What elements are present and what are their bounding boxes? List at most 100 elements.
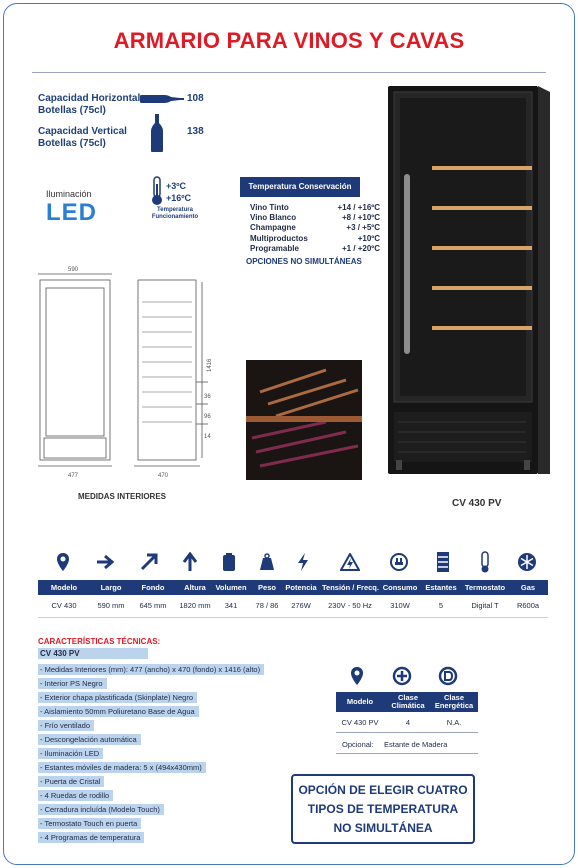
characteristics-item: - Descongelación automática [38,734,141,745]
page-frame [3,3,575,865]
thermometer-icon [470,548,500,576]
spec-value-cell: 78 / 86 [255,601,279,610]
spec-value-cell: 5 [438,601,444,610]
plug-icon [384,548,414,576]
characteristics-item: - 4 Ruedas de rodillo [38,790,114,801]
drawing-inner-2: 96 [204,414,211,420]
bottle-horizontal-icon [140,95,184,103]
capacity-horizontal-value: 108 [187,93,204,104]
conservation-row-name: Multiproductos [250,234,308,243]
spec-icons-row [38,548,548,576]
spec-value-cell: 645 mm [139,601,167,610]
drawing-width-bottom: 470 [158,473,169,479]
spec-table-header: Modelo Largo Fondo Altura Volumen Peso P… [38,580,548,595]
operating-temp-label: Temperatura Funcionamiento [145,207,205,221]
operating-temp-max: +3ºC [166,181,187,191]
voltage-warning-icon [335,548,365,576]
spec-value-cell: 310W [390,601,410,610]
spec-header-cell: Tensión / Frecq. [322,583,379,592]
conservation-row: Vino Tinto +14 / +16ºC [250,203,380,212]
conservation-row-name: Vino Blanco [250,213,297,222]
optional-value: Estante de Madera [384,740,448,749]
characteristics-item: - Puerta de Cristal [38,776,105,787]
conservation-row-range: +14 / +16ºC [337,203,380,212]
conservation-row-range: +1 / +20ºC [341,244,380,253]
wine-cabinet-image [388,86,550,474]
characteristics-item: - Aislamiento 50mm Poliuretano Base de A… [38,706,199,717]
spec-divider [38,617,548,618]
conservation-note: OPCIONES NO SIMULTÁNEAS [246,257,362,266]
conservation-row-name: Programable [250,244,299,253]
spec-value-cell: 590 mm [97,601,125,610]
drawing-inner-1: 36 [204,394,211,400]
class-header-climate: Clase Climática [384,694,432,710]
conservation-row-range: +3 / +5ºC [346,223,380,232]
characteristics-item: - Exterior chapa plastificada (Skinplate… [38,692,197,703]
capacity-vertical-value: 138 [187,126,204,137]
spec-header-cell: Altura [184,583,206,592]
bottle-vertical-icon [151,114,163,152]
page-title: ARMARIO PARA VINOS Y CAVAS [113,28,465,53]
spec-header-cell: Potencia [285,583,317,592]
spec-header-cell: Termostato [464,583,506,592]
class-header-energy: Clase Energética [430,694,478,710]
thermometer-icon [152,176,162,205]
spec-header-cell: Gas [520,583,536,592]
product-caption: CV 430 PV [452,498,502,509]
operating-temp-label-2: Funcionamiento [151,214,199,220]
spec-value-cell: 1820 mm [179,601,211,610]
spec-header-cell: Peso [258,583,276,592]
location-pin-icon [351,667,363,685]
spec-value-cell: 230V - 50 Hz [328,601,372,610]
class-value-energy: N.A. [446,718,462,727]
spec-table-values: CV 430 590 mm 645 mm 1820 mm 341 78 / 86… [38,599,548,613]
energy-class-icon [438,666,458,686]
spec-value-cell: 341 [224,601,238,610]
capacity-vertical-label: Capacidad Vertical Botellas (75cl) [38,126,127,150]
volume-icon [214,548,244,576]
power-bolt-icon [288,548,318,576]
class-header-energy-1: Clase [443,693,464,702]
option-line-1: OPCIÓN DE ELEGIR CUATRO [298,783,468,797]
climate-class-icon [392,666,412,686]
conservation-row: Champagne+3 / +5ºC [250,223,380,232]
lighting-value: LED [46,199,97,226]
characteristics-item: - Interior PS Negro [38,678,107,689]
class-table-header: Modelo Clase Climática Clase Energética [336,692,478,712]
option-line-2: TIPOS DE TEMPERATURA [307,802,459,816]
characteristics-item: - Termostato Touch en puerta [38,818,142,829]
conservation-row-range: +10ºC [357,234,380,243]
spec-header-cell: Volumen [215,583,247,592]
title-divider [32,72,546,73]
characteristics-model: CV 430 PV [38,648,148,659]
capacity-horizontal-label-2: Botellas (75cl) [38,105,106,116]
spec-header-cell: Fondo [141,583,165,592]
characteristics-item: - Cerradura incluída (Modelo Touch) [38,804,164,815]
spec-value-cell: R600a [516,601,540,610]
class-header-model: Modelo [346,697,374,706]
conservation-row: Vino Blanco +8 / +10ºC [250,213,380,222]
drawing-caption: MEDIDAS INTERIORES [78,492,167,501]
conservation-row-range: +8 / +10ºC [341,213,380,222]
conservation-row: Programable +1 / +20ºC [250,244,380,253]
characteristics-title: CARACTERÍSTICAS TÉCNICAS: [38,637,161,646]
arrow-diagonal-icon [134,548,164,576]
class-table-divider [336,753,478,754]
spec-header-cell: Modelo [50,583,78,592]
spec-value-cell: CV 430 [51,601,77,610]
weight-icon [252,548,282,576]
characteristics-item: - Medidas Interiores (mm): 477 (ancho) x… [38,664,265,675]
snowflake-icon [512,548,542,576]
spec-header-cell: Largo [100,583,122,592]
shelves-icon [428,548,458,576]
conservation-header: Temperatura Conservación [240,177,360,197]
conservation-row-name: Vino Tinto [250,203,289,212]
characteristics-item: - Iluminación LED [38,748,104,759]
lighting-label: Iluminación [46,189,92,199]
characteristics-item: - 4 Programas de temperatura [38,832,145,843]
capacity-vertical-label-1: Capacidad Vertical [38,126,127,137]
operating-temp-range: +3ºC +16ºC [166,180,191,204]
class-value-model: CV 430 PV [341,718,379,727]
operating-temp-label-1: Temperatura [157,207,193,213]
conservation-row: Multiproductos +10ºC [250,234,380,243]
